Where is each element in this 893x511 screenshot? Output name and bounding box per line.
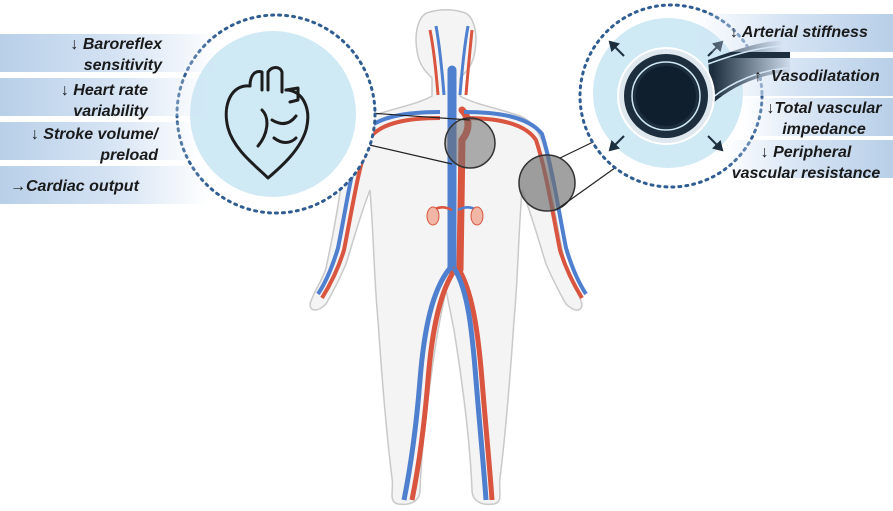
heart-highlight-circle <box>445 118 495 168</box>
vasodilatation-label: ↑ Vasodilatation <box>754 66 880 87</box>
cardiac-output-label: →Cardiac output <box>10 176 139 197</box>
kidney-right <box>471 207 483 225</box>
stroke-volume-label: ↓ Stroke volume/ preload <box>8 124 158 166</box>
kidney-left <box>427 207 439 225</box>
heart-rate-variability-label: ↓ Heart rate variability <box>10 80 148 122</box>
peripheral-vascular-resistance-label: ↓ Peripheral vascular resistance <box>730 142 882 184</box>
baroreflex-label: ↓ Baroreflex sensitivity <box>10 34 162 76</box>
arterial-stiffness-label: ↓ Arterial stiffness <box>730 22 868 43</box>
total-vascular-impedance-label: ↓Total vascular impedance <box>758 98 890 140</box>
